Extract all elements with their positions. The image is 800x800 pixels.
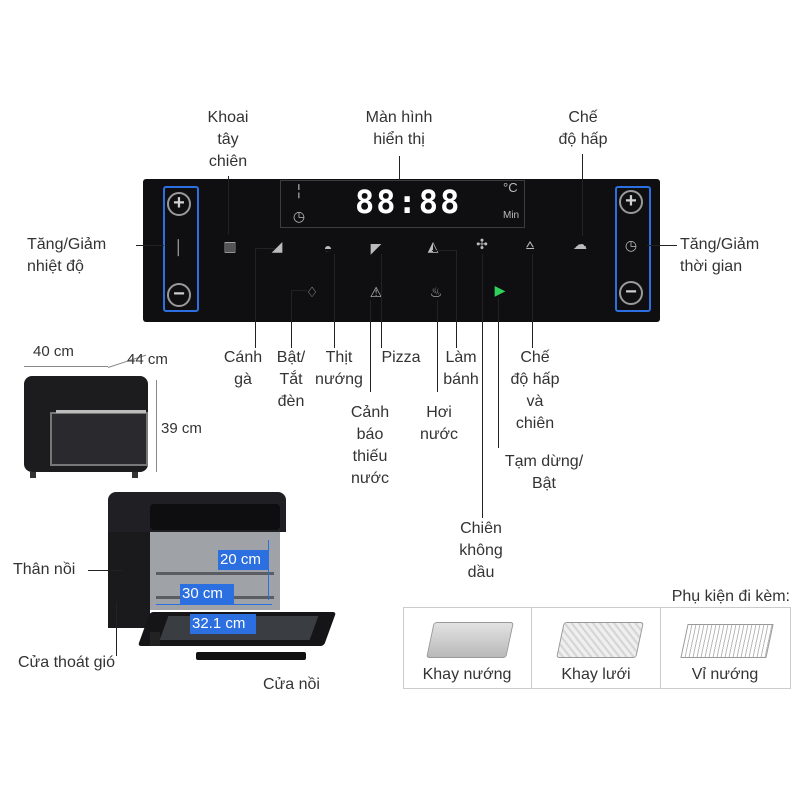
airfry-icon: ✣ bbox=[476, 236, 488, 252]
pause-play-icon[interactable]: ▶ bbox=[494, 282, 506, 298]
display-thermometer-icon: ╎ bbox=[294, 183, 304, 199]
leader-body bbox=[88, 570, 122, 571]
tray-icon bbox=[426, 622, 514, 658]
thermometer-icon: │ bbox=[174, 239, 184, 255]
dim-inner-w-line bbox=[156, 604, 272, 605]
leader-steam bbox=[582, 154, 583, 236]
accessory-label-2: Khay lưới bbox=[561, 666, 631, 683]
label-airfry: Chiên không dầu bbox=[459, 520, 503, 581]
leader-time bbox=[647, 245, 677, 246]
oven-large-body bbox=[108, 532, 150, 628]
dim-width: 40 cm bbox=[33, 343, 74, 360]
meat-icon: ◓ bbox=[323, 240, 333, 256]
label-steam-fry: Chế độ hấp và chiên bbox=[510, 349, 560, 432]
display-unit-c: °C bbox=[503, 180, 518, 195]
label-light: Bật/ Tắt đèn bbox=[276, 349, 306, 410]
wings-icon: ◢ bbox=[271, 238, 283, 254]
label-water-warning: Cảnh báo thiếu nước bbox=[350, 404, 390, 487]
oven-large-handle bbox=[196, 652, 306, 660]
oven-small-handle bbox=[56, 410, 146, 413]
leader-water bbox=[370, 300, 371, 392]
pizza-icon: ◤ bbox=[370, 240, 382, 256]
dim-inner-d-box bbox=[190, 614, 256, 634]
leader-temp bbox=[136, 245, 164, 246]
time-minus-button[interactable]: − bbox=[619, 281, 643, 305]
display-unit-min: Min bbox=[503, 210, 520, 221]
fries-icon: ▥ bbox=[223, 238, 237, 254]
steam-only-icon: ♨ bbox=[429, 284, 443, 300]
label-door: Cửa nồi bbox=[263, 676, 320, 693]
leader-bake-h bbox=[432, 250, 456, 251]
label-display: Màn hình hiển thị bbox=[365, 109, 433, 148]
dim-inner-w-box bbox=[180, 584, 234, 604]
leader-airfry bbox=[482, 254, 483, 518]
accessory-label-1: Khay nướng bbox=[422, 666, 512, 683]
bake-icon: ◭ bbox=[427, 238, 439, 254]
control-panel bbox=[143, 179, 660, 322]
leader-steam-only bbox=[437, 300, 438, 392]
leader-bake-v bbox=[456, 250, 457, 348]
temp-plus-button[interactable]: + bbox=[167, 192, 191, 216]
dim-inner-d: 32.1 cm bbox=[192, 615, 246, 632]
leader-fries bbox=[228, 176, 229, 234]
dim-height: 39 cm bbox=[161, 420, 202, 437]
oven-small-foot-r bbox=[132, 472, 138, 478]
display-digits: 88:88 bbox=[355, 183, 462, 221]
leader-wings-v bbox=[255, 248, 256, 348]
leader-light-h bbox=[291, 290, 307, 291]
label-bake: Làm bánh bbox=[443, 349, 479, 388]
accessories-divider-1 bbox=[531, 607, 532, 688]
mesh-tray-icon bbox=[556, 622, 644, 658]
label-accessories: Phụ kiện đi kèm: bbox=[671, 588, 790, 605]
temp-adjust-box bbox=[163, 186, 199, 312]
grill-rack-icon bbox=[680, 624, 774, 658]
label-body: Thân nồi bbox=[13, 561, 76, 578]
dim-height-line bbox=[156, 380, 157, 472]
oven-large-foot bbox=[150, 632, 160, 646]
label-steam: Chế độ hấp bbox=[558, 109, 608, 148]
oven-large-rack-1 bbox=[156, 572, 274, 575]
label-pizza: Pizza bbox=[381, 349, 421, 366]
temp-minus-button[interactable]: − bbox=[167, 283, 191, 307]
label-steam-only: Hơi nước bbox=[419, 404, 459, 443]
time-adjust-box bbox=[615, 186, 651, 312]
label-time-adjust: Tăng/Giảm thời gian bbox=[680, 236, 760, 275]
dim-inner-h-line bbox=[268, 540, 269, 600]
leader-light-v bbox=[291, 290, 292, 348]
time-plus-button[interactable]: + bbox=[619, 190, 643, 214]
leader-pizza bbox=[381, 254, 382, 348]
label-wings: Cánh gà bbox=[223, 349, 263, 388]
steam-icon: ☁ bbox=[573, 236, 587, 252]
label-meat: Thịt nướng bbox=[315, 349, 363, 388]
oven-small-foot-l bbox=[30, 472, 36, 478]
dim-inner-h: 20 cm bbox=[220, 551, 261, 568]
label-vent: Cửa thoát gió bbox=[18, 654, 115, 671]
dim-inner-w: 30 cm bbox=[182, 585, 223, 602]
label-fries: Khoai tây chiên bbox=[207, 109, 249, 170]
steam-fry-icon: ⩟ bbox=[525, 236, 535, 252]
oven-small-window bbox=[50, 412, 148, 466]
oven-large-control-strip bbox=[150, 504, 280, 530]
dim-width-line bbox=[24, 366, 108, 367]
display-clock-icon: ◷ bbox=[292, 208, 306, 224]
label-pause: Tạm dừng/ Bật bbox=[504, 453, 584, 492]
clock-icon: ◷ bbox=[624, 237, 638, 253]
water-warning-icon: ⚠ bbox=[369, 284, 383, 300]
leader-vent bbox=[116, 602, 117, 656]
leader-wings-h bbox=[255, 248, 275, 249]
display-screen bbox=[280, 180, 525, 228]
accessories-box bbox=[403, 607, 791, 689]
accessory-label-3: Vỉ nướng bbox=[691, 666, 759, 683]
light-icon: ♢ bbox=[305, 284, 319, 300]
dim-inner-h-box bbox=[218, 550, 268, 570]
accessories-divider-2 bbox=[660, 607, 661, 688]
dim-depth: 44 cm bbox=[127, 351, 168, 368]
leader-meat bbox=[334, 254, 335, 348]
leader-display bbox=[399, 156, 400, 180]
leader-steam-fry bbox=[532, 254, 533, 348]
leader-pause bbox=[498, 298, 499, 448]
label-temp-adjust: Tăng/Giảm nhiệt độ bbox=[27, 236, 107, 275]
